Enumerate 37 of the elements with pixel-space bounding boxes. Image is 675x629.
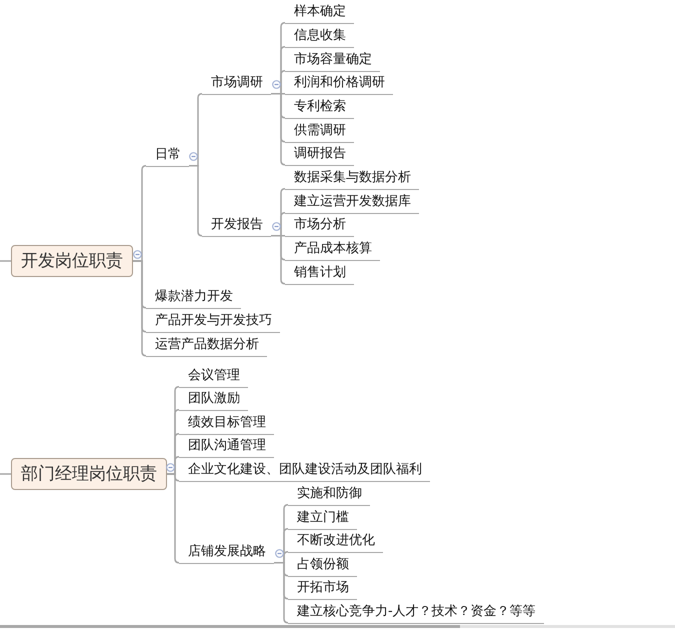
connector-line xyxy=(0,473,11,475)
topic-label: 运营产品数据分析 xyxy=(146,336,267,356)
topic-label: 产品成本核算 xyxy=(285,240,380,260)
topic-label: 市场调研 xyxy=(202,74,271,94)
topic-label: 市场容量确定 xyxy=(285,52,380,72)
topic-label: 爆款潜力开发 xyxy=(146,288,241,308)
topic-label: 建立运营开发数据库 xyxy=(285,194,419,214)
topic-label: 销售计划 xyxy=(285,264,354,284)
connector-line xyxy=(0,260,11,262)
topic-label: 信息收集 xyxy=(285,28,354,48)
topic-label: 店铺发展战略 xyxy=(179,544,274,564)
topic-label: 数据采集与数据分析 xyxy=(285,170,419,190)
main-topic-box: 部门经理岗位职责 xyxy=(11,458,167,490)
main-topic-box: 开发岗位职责 xyxy=(11,245,133,277)
topic-label: 实施和防御 xyxy=(288,486,370,506)
topic-label: 调研报告 xyxy=(285,146,354,166)
topic-label: 开发报告 xyxy=(202,216,271,236)
topic-label: 供需调研 xyxy=(285,122,354,142)
topic-label: 会议管理 xyxy=(179,368,248,388)
connector-line xyxy=(167,473,180,564)
topic-label: 占领份额 xyxy=(288,556,357,576)
connector-line xyxy=(189,165,202,236)
topic-label: 利润和价格调研 xyxy=(285,74,393,94)
topic-label: 开拓市场 xyxy=(288,580,357,600)
topic-label: 日常 xyxy=(146,146,189,166)
topic-label: 不断改进优化 xyxy=(288,532,383,552)
topic-label: 市场分析 xyxy=(285,216,354,236)
topic-label: 企业文化建设、团队建设活动及团队福利 xyxy=(179,462,430,482)
connector-line xyxy=(133,260,146,356)
topic-label: 专利检索 xyxy=(285,98,354,118)
topic-label: 建立核心竞争力-人才？技术？资金？等等 xyxy=(288,604,544,624)
topic-label: 绩效目标管理 xyxy=(179,414,274,434)
topic-label: 样本确定 xyxy=(285,4,354,24)
topic-label: 建立门槛 xyxy=(288,510,357,530)
topic-label: 团队沟通管理 xyxy=(179,438,274,458)
topic-label: 产品开发与开发技巧 xyxy=(146,312,280,332)
topic-label: 团队激励 xyxy=(179,390,248,410)
